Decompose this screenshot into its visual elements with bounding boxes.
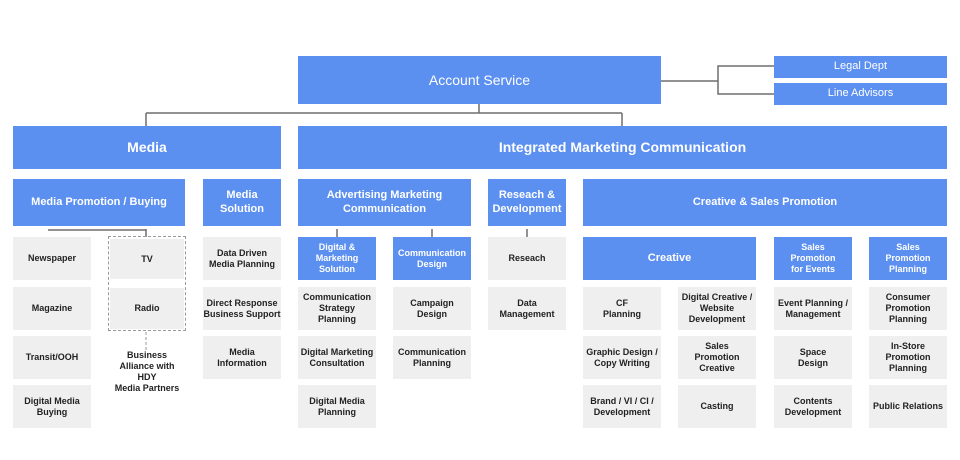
sales-promotion-creative-box: Sales Promotion Creative (678, 336, 756, 379)
transit-ooh-box: Transit/OOH (13, 336, 91, 379)
line-advisors-box: Line Advisors (774, 83, 947, 105)
division-connector (145, 113, 623, 126)
research-development-box: Reseach & Development (488, 179, 566, 226)
communication-planning-box: Communication Planning (393, 336, 471, 379)
contents-development-box: Contents Development (774, 385, 852, 428)
magazine-box: Magazine (13, 287, 91, 330)
sales-promotion-planning-box: Sales Promotion Planning (869, 237, 947, 280)
account-service-box: Account Service (298, 56, 661, 104)
amc-connector (336, 229, 433, 237)
space-design-box: Space Design (774, 336, 852, 379)
public-relations-box: Public Relations (869, 385, 947, 428)
comm-strategy-planning-box: Communication Strategy Planning (298, 287, 376, 330)
radio-box: Radio (110, 288, 184, 329)
digital-marketing-consultation-box: Digital Marketing Consultation (298, 336, 376, 379)
media-promotion-box: Media Promotion / Buying (13, 179, 185, 226)
brand-vi-ci-box: Brand / VI / CI / Development (583, 385, 661, 428)
instore-promotion-box: In-Store Promotion Planning (869, 336, 947, 379)
digital-media-buying-box: Digital Media Buying (13, 385, 91, 428)
creative-sales-promotion-box: Creative & Sales Promotion (583, 179, 947, 226)
tv-box: TV (110, 239, 184, 279)
research-box: Reseach (488, 237, 566, 280)
top-connector (146, 104, 622, 114)
digital-creative-box: Digital Creative / Website Development (678, 287, 756, 330)
data-driven-box: Data Driven Media Planning (203, 237, 281, 280)
direct-response-box: Direct Response Business Support (203, 287, 281, 330)
sales-promotion-events-box: Sales Promotion for Events (774, 237, 852, 280)
advisor-connector (661, 65, 774, 95)
media-box: Media (13, 126, 281, 169)
newspaper-box: Newspaper (13, 237, 91, 280)
business-alliance-label: Business Alliance with HDY Media Partner… (114, 350, 180, 393)
imc-box: Integrated Marketing Communication (298, 126, 947, 169)
event-planning-box: Event Planning / Management (774, 287, 852, 330)
campaign-design-box: Campaign Design (393, 287, 471, 330)
casting-box: Casting (678, 385, 756, 428)
media-information-box: Media Information (203, 336, 281, 379)
advertising-marketing-box: Advertising Marketing Communication (298, 179, 471, 226)
digital-media-planning-box: Digital Media Planning (298, 385, 376, 428)
legal-dept-box: Legal Dept (774, 56, 947, 78)
data-management-box: Data Management (488, 287, 566, 330)
digital-marketing-solution-box: Digital & Marketing Solution (298, 237, 376, 280)
media-solution-box: Media Solution (203, 179, 281, 226)
media-promotion-connector (48, 229, 147, 237)
broadcast-group-outline (108, 236, 186, 331)
communication-design-box: Communication Design (393, 237, 471, 280)
graphic-design-box: Graphic Design / Copy Writing (583, 336, 661, 379)
cf-planning-box: CF Planning (583, 287, 661, 330)
creative-box: Creative (583, 237, 756, 280)
consumer-promotion-box: Consumer Promotion Planning (869, 287, 947, 330)
